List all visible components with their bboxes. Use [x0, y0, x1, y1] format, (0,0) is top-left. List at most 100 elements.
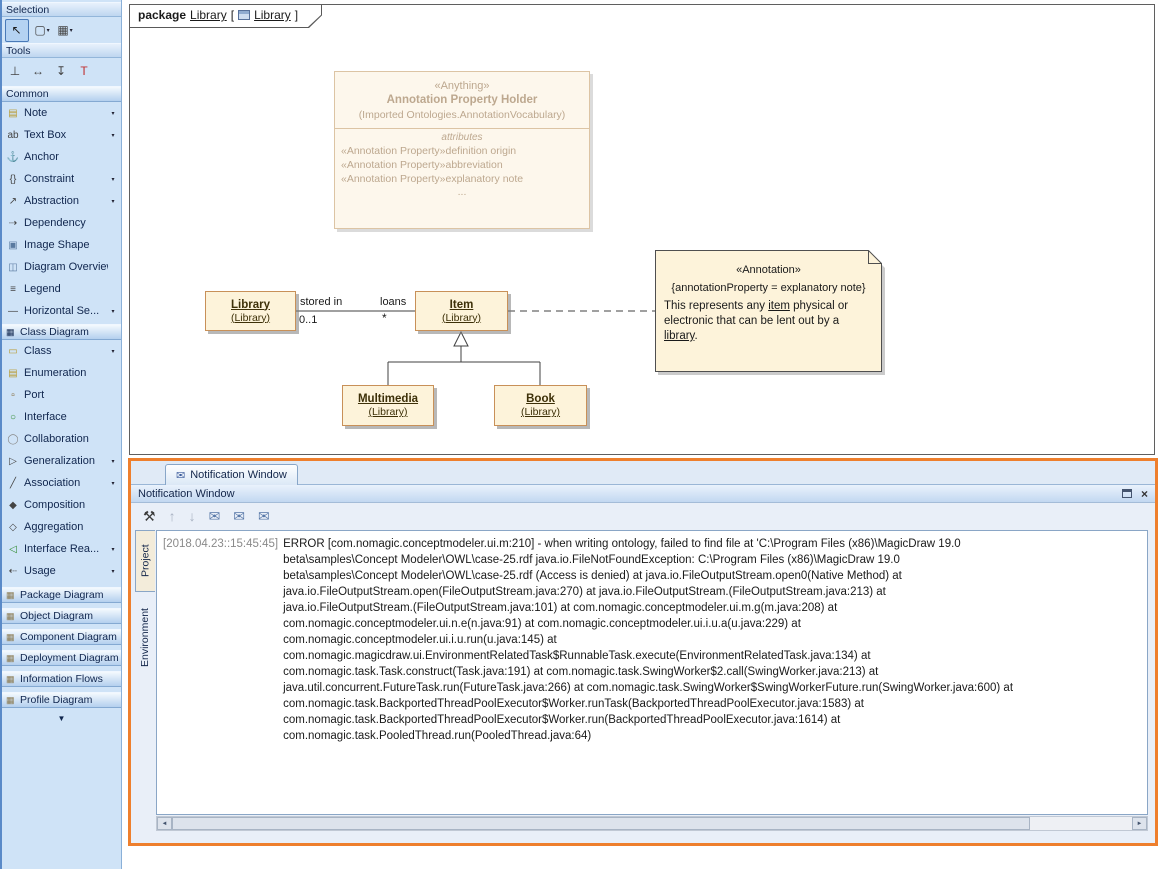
class-package-link[interactable]: (Library)	[230, 311, 271, 324]
class-name-link[interactable]: Item	[449, 298, 474, 311]
palette-item-dropdown-icon[interactable]: ▾	[111, 568, 115, 575]
palette-item-dropdown-icon[interactable]: ▾	[111, 458, 115, 465]
group-header-common[interactable]: Common	[2, 86, 121, 102]
palette-item[interactable]: ○ Interface	[2, 406, 121, 428]
association-multiplicity-right[interactable]: *	[382, 311, 387, 325]
palette-item-label: Text Box	[24, 129, 67, 141]
class-package-link[interactable]: (Library)	[520, 406, 561, 418]
tool-glyph-icon: ⊥	[9, 64, 21, 78]
palette-collapse-chevron-icon[interactable]: ▼	[57, 714, 66, 723]
side-tab-environment[interactable]: Environment	[139, 608, 151, 668]
collapsed-group-header[interactable]: ▦ Deployment Diagram	[2, 650, 121, 666]
group-header-label: Deployment Diagram	[20, 652, 119, 664]
resize-tool[interactable]: ↔	[28, 61, 48, 81]
palette-item[interactable]: ⇠ Usage ▾	[2, 560, 121, 582]
scrollbar-thumb[interactable]	[172, 817, 1030, 830]
class-name-link[interactable]: Multimedia	[357, 393, 419, 405]
class-name-link[interactable]: Library	[231, 298, 270, 311]
rectangle-selection-tool[interactable]: ▢ ▾	[32, 20, 52, 40]
palette-item-label: Interface	[24, 411, 67, 423]
class-box-library[interactable]: Library (Library)	[205, 291, 296, 331]
palette-item[interactable]: ≡ Legend	[2, 278, 121, 300]
frame-package-link[interactable]: Library	[190, 8, 227, 22]
previous-notification-icon[interactable]: ↑	[168, 508, 176, 524]
palette-item[interactable]: ⚓ Anchor	[2, 146, 121, 168]
palette-item-dropdown-icon[interactable]: ▾	[111, 198, 115, 205]
group-header-icon: ▦	[6, 673, 15, 684]
palette-item-dropdown-icon[interactable]: ▾	[111, 176, 115, 183]
annotation-note[interactable]: «Annotation» {annotationProperty = expla…	[655, 250, 886, 376]
collapsed-group-header[interactable]: ▦ Component Diagram	[2, 629, 121, 645]
palette-item[interactable]: ▷ Generalization ▾	[2, 450, 121, 472]
group-selection-tool[interactable]: ▦ ▾	[55, 20, 75, 40]
palette-item[interactable]: ◁ Interface Rea... ▾	[2, 538, 121, 560]
class-box-multimedia[interactable]: Multimedia (Library)	[342, 385, 434, 426]
collapsed-group-header[interactable]: ▦ Package Diagram	[2, 587, 121, 603]
palette-section-selection: Selection	[2, 2, 121, 17]
tab-notification-window[interactable]: ✉ Notification Window	[165, 464, 298, 485]
association-multiplicity-left[interactable]: 0..1	[299, 314, 318, 326]
palette-item[interactable]: — Horizontal Se... ▾	[2, 300, 121, 322]
envelope-icon: ✉	[176, 469, 186, 482]
group-header-class-diagram[interactable]: ▦ Class Diagram	[2, 324, 121, 340]
palette-item-dropdown-icon[interactable]: ▾	[111, 110, 115, 117]
notification-log-area[interactable]: [2018.04.23::15:45:45] ERROR [com.nomagi…	[156, 530, 1148, 815]
palette-item-dropdown-icon[interactable]: ▾	[111, 132, 115, 139]
anchor-line-tool[interactable]: ⊥	[5, 61, 25, 81]
group-header-label: Object Diagram	[20, 610, 93, 622]
palette-item[interactable]: ◯ Collaboration	[2, 428, 121, 450]
palette-item[interactable]: ◆ Composition	[2, 494, 121, 516]
palette-item[interactable]: ▤ Enumeration	[2, 362, 121, 384]
delete-notification-icon[interactable]: ✉	[258, 507, 270, 524]
palette-item-icon: ◇	[9, 521, 17, 533]
palette-item[interactable]: ◇ Aggregation	[2, 516, 121, 538]
palette-item[interactable]: ab Text Box ▾	[2, 124, 121, 146]
close-icon[interactable]: ×	[1140, 486, 1148, 501]
palette-item[interactable]: ▣ Image Shape	[2, 234, 121, 256]
scroll-right-icon[interactable]: ►	[1132, 817, 1147, 830]
edit-notification-icon[interactable]: ✉	[233, 507, 246, 524]
annotation-property-holder-class[interactable]: «Anything» Annotation Property Holder (I…	[334, 71, 590, 229]
palette-item[interactable]: ▭ Class ▾	[2, 340, 121, 362]
side-tab-project[interactable]: Project	[135, 530, 155, 592]
palette-item-dropdown-icon[interactable]: ▾	[111, 480, 115, 487]
palette-item[interactable]: ◫ Diagram Overview	[2, 256, 121, 278]
z-order-tool[interactable]: ↧	[51, 61, 71, 81]
notification-settings-icon[interactable]: ⚒	[143, 507, 156, 524]
palette-item-icon: ▷	[9, 455, 17, 467]
palette-item[interactable]: ╱ Association ▾	[2, 472, 121, 494]
class-package-link[interactable]: (Library)	[441, 311, 482, 324]
open-notification-icon[interactable]: ✉	[208, 507, 221, 524]
class-box-book[interactable]: Book (Library)	[494, 385, 587, 426]
collapsed-group-header[interactable]: ▦ Information Flows	[2, 671, 121, 687]
palette-item-dropdown-icon[interactable]: ▾	[111, 546, 115, 553]
diagram-canvas[interactable]: package Library [ Library ] «Anything» A…	[129, 4, 1155, 455]
class-box-item[interactable]: Item (Library)	[415, 291, 508, 331]
dropdown-arrow-icon: ▾	[46, 27, 50, 34]
log-entry: [2018.04.23::15:45:45] ERROR [com.nomagi…	[157, 531, 1147, 749]
undock-window-icon[interactable]	[1121, 489, 1132, 498]
palette-item-dropdown-icon[interactable]: ▾	[111, 308, 115, 315]
note-library-link[interactable]: library	[664, 330, 695, 342]
class-package-link[interactable]: (Library)	[368, 406, 408, 418]
note-item-link[interactable]: item	[768, 300, 790, 312]
class-name-link[interactable]: Book	[526, 393, 555, 405]
scroll-left-icon[interactable]: ◄	[157, 817, 172, 830]
notification-tab-row: ✉ Notification Window	[131, 461, 1155, 485]
palette-item[interactable]: ▫ Port	[2, 384, 121, 406]
collapsed-group-header[interactable]: ▦ Profile Diagram	[2, 692, 121, 708]
horizontal-scrollbar[interactable]: ◄ ►	[156, 816, 1148, 831]
next-notification-icon[interactable]: ↓	[188, 508, 196, 524]
palette-item[interactable]: ↗ Abstraction ▾	[2, 190, 121, 212]
text-tool[interactable]: T	[74, 61, 94, 81]
palette-item[interactable]: ⇢ Dependency	[2, 212, 121, 234]
collapsed-group-header[interactable]: ▦ Object Diagram	[2, 608, 121, 624]
palette-item[interactable]: {} Constraint ▾	[2, 168, 121, 190]
palette-item-label: Abstraction	[24, 195, 80, 207]
association-role-loans[interactable]: loans	[380, 296, 407, 308]
palette-item[interactable]: ▤ Note ▾	[2, 102, 121, 124]
selection-cursor-tool[interactable]: ↖	[5, 18, 29, 42]
palette-item-dropdown-icon[interactable]: ▾	[111, 348, 115, 355]
association-role-stored-in[interactable]: stored in	[300, 296, 343, 308]
frame-context-link[interactable]: Library	[254, 8, 291, 22]
